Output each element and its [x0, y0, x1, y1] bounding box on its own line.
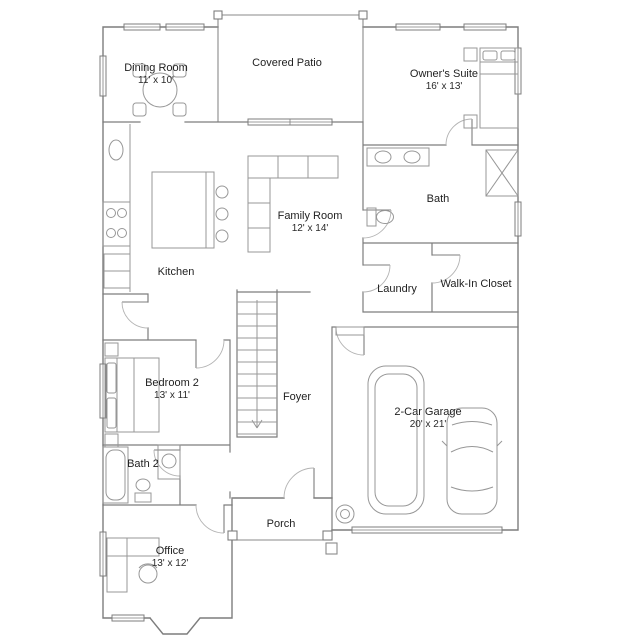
window-owners-top-2 — [463, 23, 507, 31]
room-label-laundry: Laundry — [377, 283, 417, 295]
patio-post — [358, 10, 368, 20]
window-bedroom2-left — [99, 363, 107, 419]
nightstand — [104, 342, 119, 357]
bath-door — [362, 209, 392, 239]
kitchen-fixtures — [102, 124, 229, 292]
doors — [121, 118, 473, 534]
window-dining-top-2 — [165, 23, 205, 31]
patio-post — [213, 10, 223, 20]
stool — [215, 185, 229, 199]
porch-post — [227, 530, 238, 541]
desk — [106, 537, 128, 593]
porch-post — [322, 530, 333, 541]
window-office-left — [99, 531, 107, 577]
room-label-walk-in-closet: Walk-In Closet — [440, 278, 511, 290]
toilet — [134, 478, 152, 503]
front-door — [283, 467, 315, 499]
office-door — [195, 504, 225, 534]
dining-table-set — [132, 63, 187, 117]
office-chair — [138, 564, 158, 584]
window-owners-top-1 — [395, 23, 441, 31]
bath2-fixtures — [102, 444, 181, 504]
room-label-office: Office — [156, 545, 185, 557]
window-bath-right — [514, 201, 522, 237]
car — [441, 407, 503, 515]
sectional-sofa — [247, 155, 339, 253]
windows — [99, 23, 522, 622]
stairs — [237, 300, 277, 435]
car-mirror — [496, 440, 503, 447]
room-label-porch: Porch — [267, 518, 296, 530]
room-label-bath-2: Bath 2 — [127, 458, 159, 470]
nightstand — [463, 114, 478, 129]
water-heater — [335, 504, 355, 524]
room-dims-bedroom-2: 13' x 11' — [154, 390, 190, 401]
stool — [215, 229, 229, 243]
kitchen-island — [151, 171, 229, 249]
room-dims-dining-room: 11' x 10' — [138, 75, 174, 86]
window-office-bottom — [111, 614, 145, 622]
window-dining-left — [99, 55, 107, 97]
room-label-foyer: Foyer — [283, 391, 311, 403]
owners-bed — [463, 47, 519, 129]
nightstand — [463, 47, 478, 62]
desk-return — [106, 537, 160, 557]
garage-step — [335, 326, 365, 336]
bathtub — [102, 446, 129, 504]
covered-patio-outline — [213, 10, 368, 123]
room-dims-garage: 20' x 21' — [410, 419, 447, 430]
shower — [485, 149, 519, 197]
room-labels: Dining Room 11' x 10' Covered Patio Owne… — [124, 57, 511, 569]
bedroom2-bed — [104, 342, 160, 448]
toilet — [366, 207, 394, 227]
porch-step — [325, 542, 338, 555]
office-chair-back — [138, 563, 158, 569]
bath-vanity — [366, 147, 430, 167]
refrigerator — [103, 253, 131, 289]
room-dims-office: 13' x 12' — [152, 558, 189, 569]
interior-walls — [102, 121, 519, 531]
range — [102, 201, 131, 247]
window-dining-top-1 — [123, 23, 161, 31]
garage-overhead-door — [351, 526, 503, 534]
room-dims-family-room: 12' x 14' — [292, 223, 329, 234]
room-label-bath: Bath — [427, 193, 450, 205]
garage-contents — [335, 326, 503, 524]
laundry-door — [362, 264, 391, 293]
patio-sliding-door — [247, 118, 333, 126]
room-label-dining-room: Dining Room — [124, 62, 188, 74]
kitchen-sink — [108, 139, 124, 161]
pantry-door — [121, 301, 149, 329]
room-label-owners-suite: Owner's Suite — [410, 68, 478, 80]
bath2-vanity — [157, 444, 181, 480]
room-label-kitchen: Kitchen — [158, 266, 195, 278]
car-mirror — [441, 440, 448, 447]
owners-suite-door — [445, 118, 473, 146]
stairs-direction-arrow — [251, 300, 263, 429]
walk-in-closet-door — [431, 254, 461, 284]
room-label-bedroom-2: Bedroom 2 — [145, 377, 199, 389]
porch-outline — [227, 497, 338, 555]
office-desk-set — [106, 537, 160, 593]
vehicle-outline — [367, 365, 425, 515]
room-label-covered-patio: Covered Patio — [252, 57, 322, 69]
garage-entry-door — [335, 326, 365, 356]
room-label-garage: 2-Car Garage — [394, 406, 461, 418]
room-label-family-room: Family Room — [278, 210, 343, 222]
stool — [215, 207, 229, 221]
bath-fixtures — [366, 147, 519, 227]
room-dims-owners-suite: 16' x 13' — [426, 81, 463, 92]
bedroom2-door — [195, 339, 225, 369]
exterior-walls — [102, 26, 519, 635]
